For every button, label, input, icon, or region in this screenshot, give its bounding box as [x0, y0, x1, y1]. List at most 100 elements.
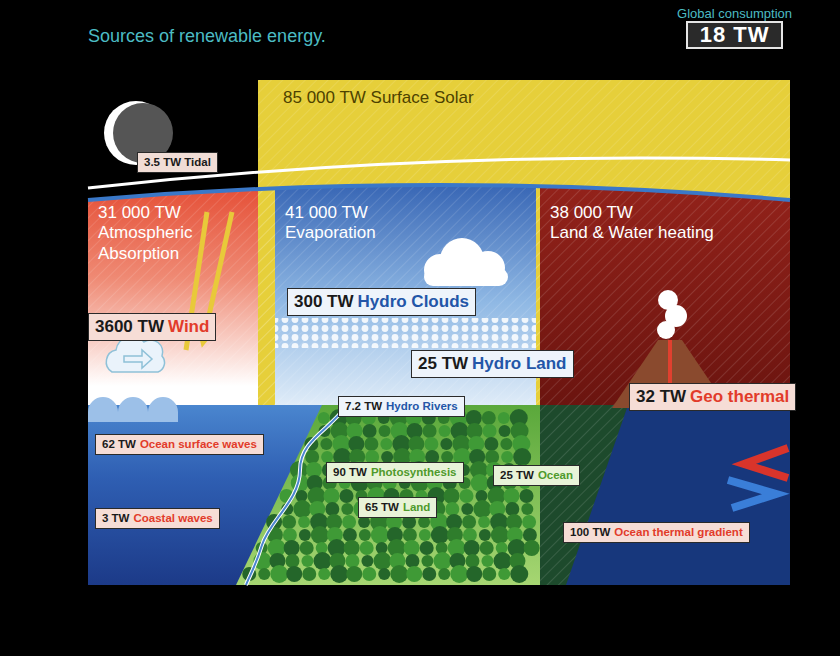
energy-label: 100 TW Ocean thermal gradient [563, 522, 750, 543]
energy-source: Land & Water heating [550, 223, 780, 243]
energy-source: Photosynthesis [371, 466, 457, 479]
energy-source: Atmospheric Absorption [98, 223, 248, 264]
tree [379, 425, 391, 437]
tree [440, 438, 452, 450]
tree [371, 526, 389, 544]
energy-value: 3 TW [102, 512, 129, 525]
tree [505, 502, 519, 516]
tree [501, 451, 513, 463]
atmosphere-region: 31 000 TWAtmospheric Absorption 3600 TWWi… [88, 195, 258, 410]
tree [313, 552, 331, 570]
tree [481, 555, 493, 567]
energy-value: 38 000 TW [550, 203, 780, 223]
energy-value: 62 TW [102, 438, 136, 451]
tree [284, 540, 300, 556]
tree [510, 565, 528, 583]
tree [466, 566, 482, 582]
energy-label: 300 TWHydro Clouds [287, 288, 476, 316]
tree [378, 568, 390, 580]
tree [482, 411, 496, 425]
warm-current [744, 448, 788, 478]
tree [346, 566, 362, 582]
energy-value: 90 TW [333, 466, 367, 479]
atmosphere-line [88, 185, 790, 200]
tree [359, 529, 371, 541]
tree [364, 437, 378, 451]
tree [344, 540, 360, 556]
energy-label: 3600 TWWind [88, 313, 216, 341]
tree [520, 489, 534, 503]
tree [438, 568, 450, 580]
tree [270, 565, 288, 583]
tree [523, 528, 537, 542]
energy-label: 7.2 TWHydro Rivers [338, 396, 465, 417]
tree [318, 412, 330, 424]
energy-label: 90 TW Photosynthesis [326, 462, 464, 483]
tree [405, 554, 419, 568]
tree [484, 437, 498, 451]
forest [242, 409, 539, 583]
river [246, 406, 346, 585]
tree [361, 555, 373, 567]
energy-source: Ocean thermal gradient [614, 526, 742, 539]
energy-label: 62 TWOcean surface waves [95, 434, 264, 455]
energy-label: 65 TW Land [358, 497, 437, 518]
energy-label: 32 TWGeo thermal [629, 383, 796, 411]
tree [363, 424, 377, 438]
energy-source: Land [403, 501, 430, 514]
tree [343, 528, 357, 542]
tree [498, 568, 510, 580]
energy-source: Hydro Clouds [358, 292, 469, 312]
tree [464, 540, 480, 556]
tree [420, 541, 434, 555]
tree [439, 425, 451, 437]
tree [423, 424, 437, 438]
energy-source: Evaporation [285, 223, 526, 243]
tree [302, 567, 316, 581]
tree [373, 552, 391, 570]
energy-value: 85 000 TW Surface Solar [283, 88, 782, 108]
tree [500, 438, 512, 450]
solar-band-label: 85 000 TW Surface Solar [275, 82, 790, 116]
tree [479, 529, 491, 541]
tree [421, 555, 433, 567]
energy-source: Ocean [538, 469, 573, 482]
tree [493, 552, 511, 570]
energy-value: 31 000 TW [98, 203, 248, 223]
tree [298, 516, 310, 528]
tree [463, 528, 477, 542]
energy-value: 100 TW [570, 526, 610, 539]
tree [499, 425, 511, 437]
tree [480, 541, 494, 555]
tree [513, 448, 531, 466]
energy-source: Coastal waves [133, 512, 212, 525]
tree [341, 503, 353, 515]
tree [300, 541, 314, 555]
cloud [424, 268, 508, 286]
tree [362, 567, 376, 581]
tree [471, 474, 489, 492]
tree [522, 515, 536, 529]
tree [305, 450, 319, 464]
tree [478, 516, 490, 528]
tree [311, 526, 329, 544]
tree [433, 552, 451, 570]
tree [404, 540, 420, 556]
tree [283, 528, 297, 542]
energy-value: 25 TW [418, 354, 468, 374]
energy-value: 7.2 TW [345, 400, 382, 413]
tree [285, 554, 299, 568]
deep-ocean [540, 405, 790, 585]
heating-region: 38 000 TWLand & Water heating32 TWGeo th… [540, 195, 790, 411]
cloud [424, 238, 508, 286]
tree [299, 529, 311, 541]
tree [460, 489, 474, 503]
energy-value: 65 TW [365, 501, 399, 514]
tree [465, 554, 479, 568]
tree [360, 541, 374, 555]
tree [491, 526, 509, 544]
tree [380, 438, 392, 450]
wind-cloud [106, 336, 164, 372]
tree [473, 500, 491, 518]
